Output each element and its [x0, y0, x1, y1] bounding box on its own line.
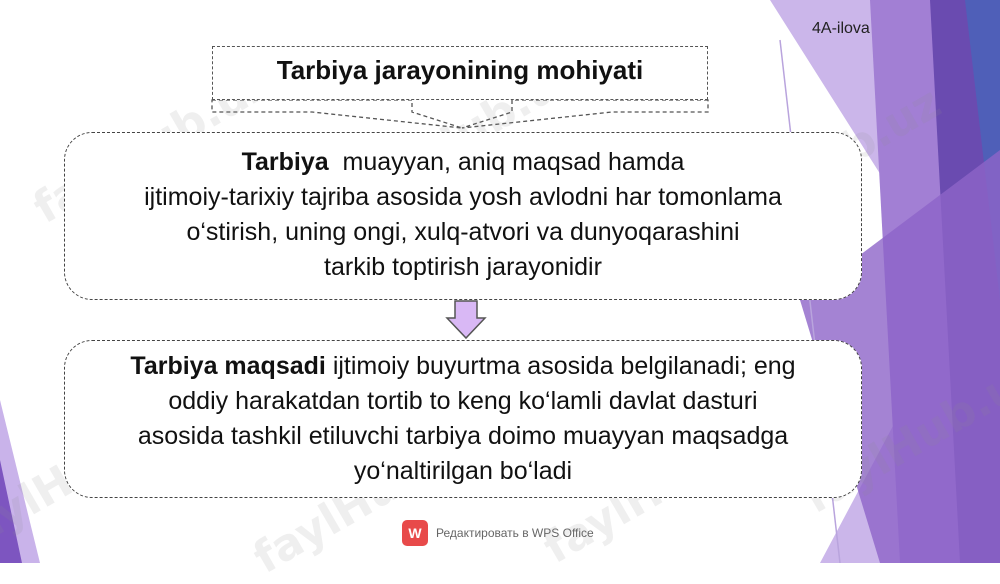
card-lead: Tarbiya maqsadi [130, 352, 326, 380]
card-line: yo‘naltirilgan bo‘ladi [353, 457, 573, 485]
card-line: ijtimoiy-tarixiy tajriba asosida yosh av… [144, 183, 782, 211]
card-line: tarkib toptirish jarayonidir [324, 253, 602, 281]
card-line: o‘stirish, uning ongi, xulq-atvori va du… [186, 218, 740, 246]
wps-edit-label: Редактировать в WPS Office [436, 526, 594, 540]
card-line: oddiy harakatdan tortib to keng ko‘lamli… [168, 387, 758, 415]
background-decoration [0, 0, 1000, 563]
card-lead: Tarbiya [241, 148, 329, 176]
wps-logo-icon: W [402, 520, 428, 546]
title-box: Tarbiya jarayonining mohiyati [212, 46, 708, 100]
down-arrow [445, 300, 487, 340]
card-line: Tarbiya muayyan, aniq maqsad hamda [65, 145, 861, 180]
page-title: Tarbiya jarayonining mohiyati [276, 55, 644, 85]
appendix-label: 4A-ilova [812, 20, 870, 37]
card-text: muayyan, aniq maqsad hamda [342, 148, 685, 176]
card-line: Tarbiya maqsadi ijtimoiy buyurtma asosid… [65, 349, 861, 384]
title-arrow-right [461, 99, 709, 129]
wps-edit-button[interactable]: W Редактировать в WPS Office [402, 519, 594, 547]
card-line: asosida tashkil etiluvchi tarbiya doimo … [137, 422, 789, 450]
decor-left-dark [0, 460, 22, 563]
goal-card: Tarbiya maqsadi ijtimoiy buyurtma asosid… [64, 340, 862, 498]
definition-card: Tarbiya muayyan, aniq maqsad hamda ijtim… [64, 132, 862, 300]
card-text: ijtimoiy buyurtma asosida belgilanadi; e… [332, 352, 796, 380]
title-arrow-left [211, 99, 463, 129]
